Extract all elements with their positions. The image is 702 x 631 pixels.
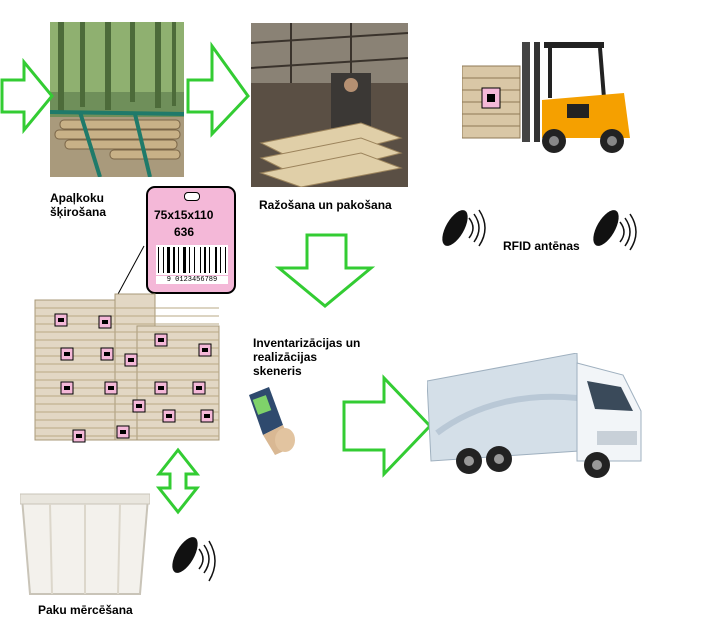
sorting-label: Apaļkoku šķirošana — [50, 191, 106, 219]
measuring-tub — [20, 490, 150, 598]
sorting-label-line2: šķirošana — [50, 205, 107, 219]
tag-number: 636 — [174, 225, 195, 239]
scanner-label-line3: skeneris — [253, 364, 302, 378]
arrow-to-truck — [342, 374, 433, 478]
pack-tag-icon — [154, 333, 168, 347]
log-sorting-photo — [50, 22, 184, 177]
scanner-label: Inventarizācijas un realizācijas skeneri… — [253, 336, 360, 378]
pack-tag-icon — [100, 347, 114, 361]
measuring-label: Paku mērcēšana — [38, 603, 133, 617]
truck-image — [427, 353, 643, 481]
tag-size: 75x15x110 — [154, 208, 214, 222]
arrow-sorting-to-production — [186, 41, 250, 138]
sorting-label-line1: Apaļkoku — [50, 191, 105, 205]
rfid-tag: 75x15x110 636 9 0123456789 — [146, 186, 236, 294]
pack-tag-icon — [154, 381, 168, 395]
production-photo — [251, 23, 408, 187]
lumber-packs-image — [33, 286, 221, 452]
forklift-image — [462, 38, 630, 154]
arrow-packs-measuring — [155, 447, 201, 515]
pack-tag-icon — [116, 425, 130, 439]
scanner-label-line2: realizācijas — [253, 350, 318, 364]
arrow-down-to-packs — [274, 233, 376, 308]
pack-tag-icon — [60, 381, 74, 395]
pack-tag-icon — [72, 429, 86, 443]
pack-tag-icon — [198, 343, 212, 357]
rfid-label: RFID antēnas — [503, 239, 580, 253]
barcode — [156, 245, 228, 275]
handheld-scanner — [243, 385, 301, 457]
tag-hole — [184, 192, 200, 201]
arrow-into-sorting — [0, 57, 54, 135]
pack-tag-icon — [192, 381, 206, 395]
pack-tag-icon — [200, 409, 214, 423]
pack-tag-icon — [132, 399, 146, 413]
pack-tag-icon — [60, 347, 74, 361]
pack-tag-icon — [124, 353, 138, 367]
production-label: Ražošana un pakošana — [259, 198, 392, 212]
barcode-number: 9 0123456789 — [156, 276, 228, 284]
scanner-label-line1: Inventarizācijas un — [253, 336, 361, 350]
pack-tag-icon — [104, 381, 118, 395]
pack-tag-icon — [98, 315, 112, 329]
pack-tag-icon — [162, 409, 176, 423]
pack-tag-icon — [54, 313, 68, 327]
